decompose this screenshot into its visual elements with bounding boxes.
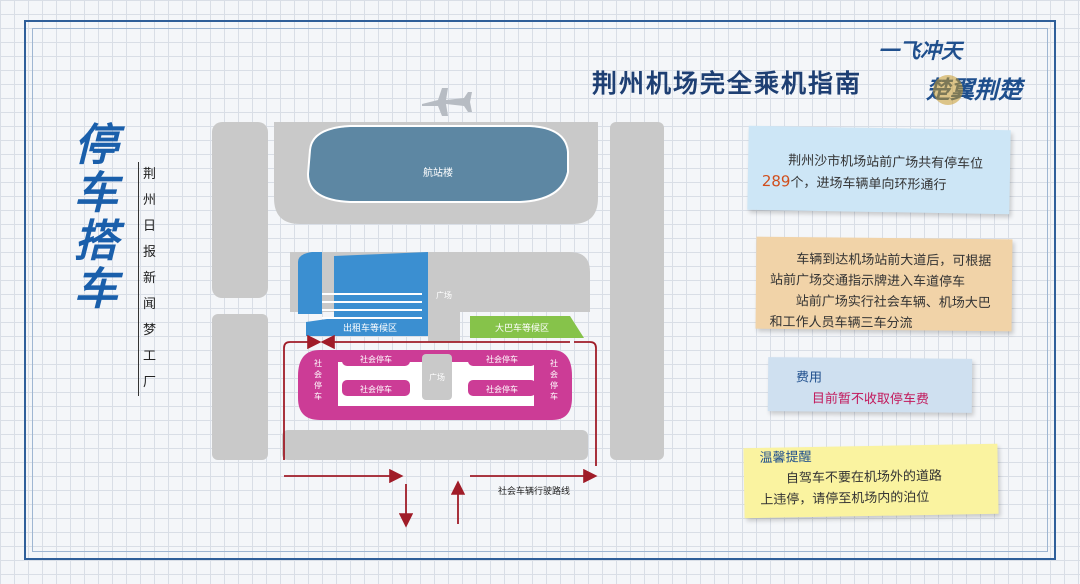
side-subtitle-char: 报 xyxy=(143,245,157,260)
route-right xyxy=(574,341,597,466)
plaza-inner xyxy=(422,354,452,400)
note-text: 站前广场实行社会车辆、机场大巴和工作人员车辆三车分流 xyxy=(769,294,991,332)
route-label: 社会车辆行驶路线 xyxy=(498,485,570,497)
brand-logo: 一飞冲天 楚翼荆楚 xyxy=(878,38,1026,105)
terminal-building xyxy=(306,125,569,203)
parking-side-char: 停 xyxy=(550,380,558,390)
plaza-area xyxy=(428,252,460,342)
plaza-inner-label: 广场 xyxy=(429,372,445,382)
taxi-lanes xyxy=(322,293,422,319)
parking-side-char: 车 xyxy=(314,391,322,401)
side-subtitle-char: 工 xyxy=(143,349,157,364)
parking-side-char: 社 xyxy=(550,358,558,368)
note-text: 上违停，请停至机场内的泊位 xyxy=(760,489,930,508)
svg-text:社会停车: 社会停车 xyxy=(360,354,392,364)
side-subtitle-char: 新 xyxy=(143,271,157,286)
parking-side-char: 车 xyxy=(550,391,558,401)
parking-slot: 社会停车 xyxy=(342,380,410,396)
parking-side-label: 社会停车 xyxy=(314,358,322,401)
side-subtitle-char: 闻 xyxy=(143,297,157,312)
side-title-char: 车 xyxy=(74,264,118,315)
note-parking-count: 荆州沙市机场站前广场共有停车位289个，进场车辆单向环形通行 xyxy=(747,125,1011,215)
side-title-char: 搭 xyxy=(74,216,118,267)
svg-text:社会停车: 社会停车 xyxy=(486,384,518,394)
parking-slot: 社会停车 xyxy=(342,350,410,366)
road-left-upper xyxy=(212,122,268,298)
bus-zone-label: 大巴车等候区 xyxy=(495,322,549,334)
page-title: 荆州机场完全乘机指南 xyxy=(592,69,863,98)
inner-frame xyxy=(32,28,1048,552)
plaza-label: 广场 xyxy=(436,290,452,300)
taxi-zone xyxy=(298,252,322,314)
airplane-icon xyxy=(422,88,472,116)
side-subtitle-char: 梦 xyxy=(143,323,157,338)
taxi-zone-label: 出租车等候区 xyxy=(343,322,397,334)
note-heading: 费用 xyxy=(795,370,823,386)
side-title-char: 车 xyxy=(74,168,118,219)
terminal-label: 航站楼 xyxy=(423,166,453,179)
brand-line1: 一飞冲天 xyxy=(878,38,965,63)
route-left xyxy=(283,334,322,460)
side-subtitle-char: 荆 xyxy=(143,167,157,182)
side-subtitle-char: 日 xyxy=(143,219,157,234)
parking-side-left: 社会停车 xyxy=(314,358,322,401)
note-text: 荆州沙市机场站前广场共有停车位 xyxy=(788,153,984,172)
brand-accent xyxy=(933,75,963,105)
svg-text:社会停车: 社会停车 xyxy=(360,384,392,394)
side-title: 停 车 搭 车 xyxy=(66,122,126,314)
bus-zone xyxy=(470,316,584,338)
note-text: 车辆到达机场站前大道后，可根据站前广场交通指示牌进入车道停车 xyxy=(769,252,992,290)
parking-count-value: 289 xyxy=(761,171,791,191)
road-right xyxy=(610,122,664,460)
side-subtitle-char: 州 xyxy=(143,193,157,208)
route-lines xyxy=(283,334,598,528)
parking-side-right: 社会停车 xyxy=(550,358,558,401)
outer-frame xyxy=(24,20,1056,560)
note-traffic: 车辆到达机场站前大道后，可根据站前广场交通指示牌进入车道停车 站前广场实行社会车… xyxy=(755,236,1013,332)
parking-side-char: 会 xyxy=(550,369,558,379)
parking-side-char: 社 xyxy=(314,358,322,368)
side-title-char: 停 xyxy=(74,120,118,171)
parking-side-char: 停 xyxy=(314,380,322,390)
side-subtitle: 荆 州 日 报 新 闻 梦 工 厂 xyxy=(138,162,159,396)
side-subtitle-char: 厂 xyxy=(143,375,157,390)
airport-map: 航站楼 出租车等候区 广场 大巴车等候区 广场 社会停车 社会停车 社会停车 社… xyxy=(212,88,664,528)
note-text: 个，进场车辆单向环形通行 xyxy=(790,175,947,194)
plaza-bottom-road xyxy=(282,430,588,460)
note-tip: 温馨提醒 自驾车不要在机场外的道路 上违停，请停至机场内的泊位 xyxy=(743,443,999,519)
parking-side-label: 社会停车 xyxy=(550,358,558,401)
svg-text:社会停车: 社会停车 xyxy=(486,354,518,364)
parking-slot: 社会停车 xyxy=(468,350,536,366)
parking-slot: 社会停车 xyxy=(468,380,536,396)
road-left-lower xyxy=(212,314,268,460)
note-fee: 费用 目前暂不收取停车费 xyxy=(767,357,973,413)
parking-side-char: 会 xyxy=(314,369,322,379)
note-text: 目前暂不收取停车费 xyxy=(811,391,929,408)
